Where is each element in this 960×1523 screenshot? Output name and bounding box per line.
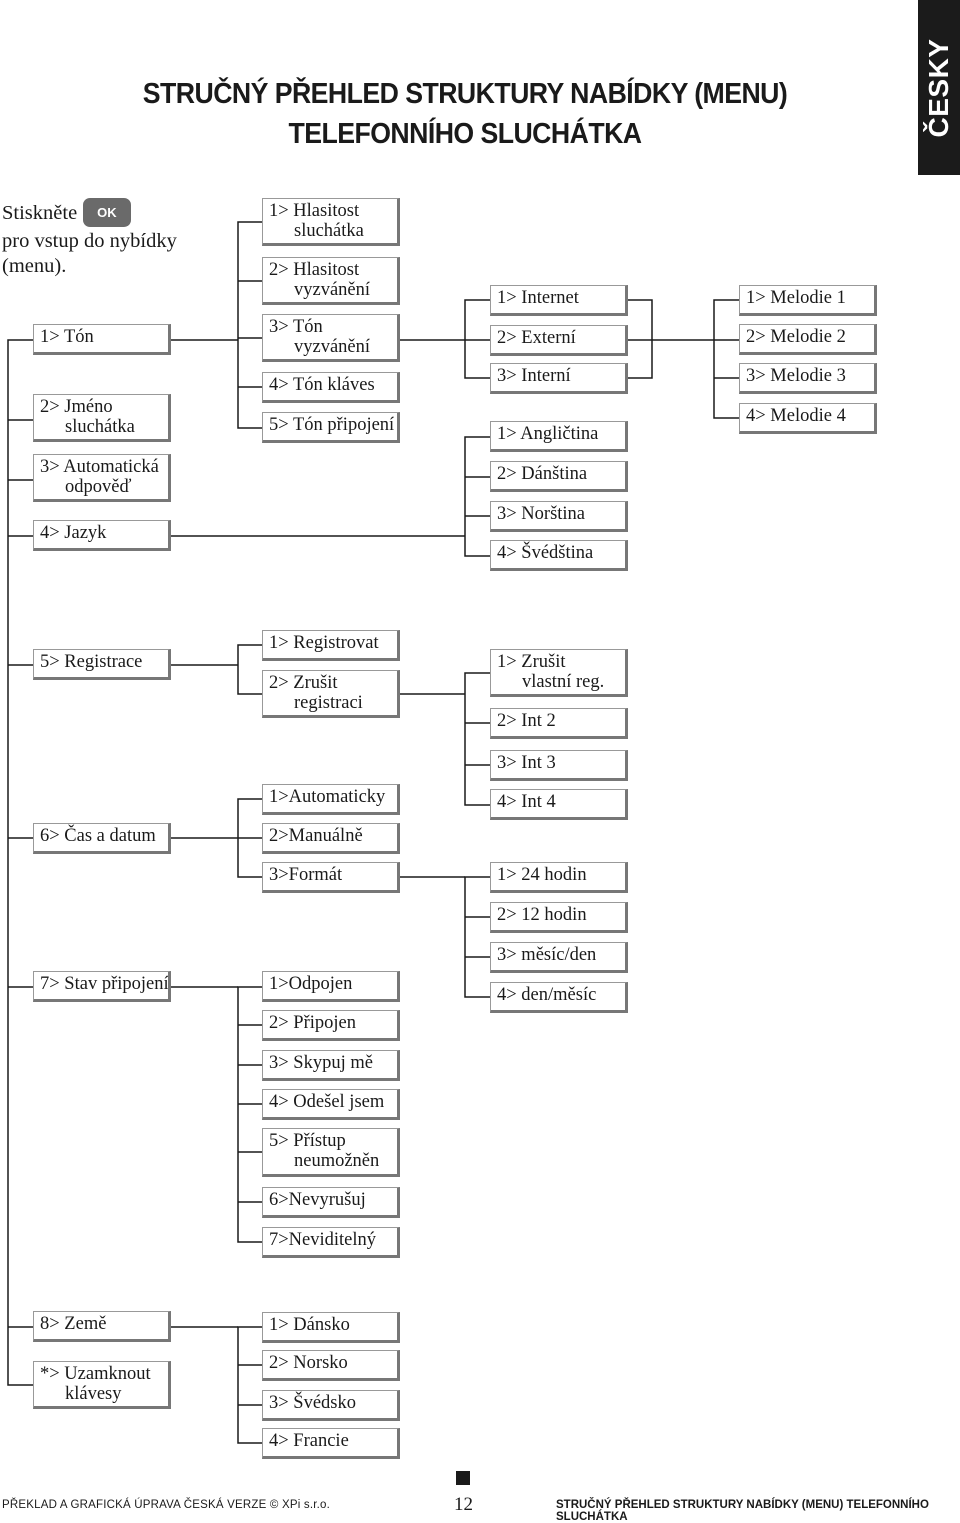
- menu-item-skypuj-me[interactable]: 3> Skypuj mě: [262, 1050, 400, 1081]
- menu-item-den-mesic[interactable]: 4> den/měsíc: [490, 982, 628, 1013]
- menu-item-ton-pripojeni[interactable]: 5> Tón připojení: [262, 412, 400, 443]
- menu-item-externi[interactable]: 2> Externí: [490, 325, 628, 356]
- menu-item-melodie-2[interactable]: 2> Melodie 2: [739, 324, 877, 355]
- menu-item-24-hodin[interactable]: 1> 24 hodin: [490, 862, 628, 893]
- menu-item-12-hodin[interactable]: 2> 12 hodin: [490, 902, 628, 933]
- menu-item-cas-a-datum[interactable]: 6> Čas a datum: [33, 823, 171, 854]
- footer-credit: PŘEKLAD A GRAFICKÁ ÚPRAVA ČESKÁ VERZE © …: [2, 1499, 331, 1511]
- menu-item-manualne[interactable]: 2>Manuálně: [262, 823, 400, 854]
- menu-item-jazyk[interactable]: 4> Jazyk: [33, 520, 171, 551]
- menu-item-format[interactable]: 3>Formát: [262, 862, 400, 893]
- menu-item-ton-klaves[interactable]: 4> Tón kláves: [262, 372, 400, 403]
- page-marker-square-icon: [456, 1471, 470, 1485]
- menu-item-melodie-3[interactable]: 3> Melodie 3: [739, 363, 877, 394]
- menu-item-odpojen[interactable]: 1>Odpojen: [262, 971, 400, 1002]
- menu-item-int-4[interactable]: 4> Int 4: [490, 789, 628, 820]
- language-tab: ČESKY: [918, 0, 960, 175]
- page-title-line2: TELEFONNÍHO SLUCHÁTKA: [288, 118, 642, 150]
- menu-item-francie[interactable]: 4> Francie: [262, 1428, 400, 1459]
- menu-item-nevyrusuj[interactable]: 6>Nevyrušuj: [262, 1187, 400, 1218]
- menu-item-ton[interactable]: 1> Tón: [33, 324, 171, 355]
- footer-title: STRUČNÝ PŘEHLED STRUKTURY NABÍDKY (MENU)…: [556, 1499, 929, 1523]
- menu-item-automaticky[interactable]: 1>Automaticky: [262, 784, 400, 815]
- menu-item-svedstina[interactable]: 4> Švédština: [490, 540, 628, 571]
- menu-item-norstina[interactable]: 3> Norština: [490, 501, 628, 532]
- menu-item-norsko[interactable]: 2> Norsko: [262, 1350, 400, 1381]
- menu-item-registrace[interactable]: 5> Registrace: [33, 649, 171, 680]
- menu-item-odesel-jsem[interactable]: 4> Odešel jsem: [262, 1089, 400, 1120]
- menu-item-interni[interactable]: 3> Interní: [490, 363, 628, 394]
- menu-item-melodie-1[interactable]: 1> Melodie 1: [739, 285, 877, 316]
- menu-item-danstina[interactable]: 2> Dánština: [490, 461, 628, 492]
- menu-item-internet[interactable]: 1> Internet: [490, 285, 628, 316]
- menu-item-stav-pripojeni[interactable]: 7> Stav připojení: [33, 971, 171, 1002]
- page-number: 12: [454, 1494, 473, 1515]
- menu-item-neviditelny[interactable]: 7>Neviditelný: [262, 1227, 400, 1258]
- menu-item-dansko[interactable]: 1> Dánsko: [262, 1312, 400, 1343]
- menu-item-int-2[interactable]: 2> Int 2: [490, 708, 628, 739]
- menu-item-zeme[interactable]: 8> Země: [33, 1311, 171, 1342]
- menu-item-registrovat[interactable]: 1> Registrovat: [262, 630, 400, 661]
- menu-item-mesic-den[interactable]: 3> měsíc/den: [490, 942, 628, 973]
- menu-item-svedsko[interactable]: 3> Švédsko: [262, 1390, 400, 1421]
- menu-item-anglictina[interactable]: 1> Angličtina: [490, 421, 628, 452]
- language-tab-label: ČESKY: [923, 38, 954, 137]
- ok-key-icon: OK: [83, 198, 131, 227]
- menu-item-melodie-4[interactable]: 4> Melodie 4: [739, 403, 877, 434]
- page-title-line1: STRUČNÝ PŘEHLED STRUKTURY NABÍDKY (MENU): [142, 78, 788, 110]
- menu-item-int-3[interactable]: 3> Int 3: [490, 750, 628, 781]
- menu-item-pripojen[interactable]: 2> Připojen: [262, 1010, 400, 1041]
